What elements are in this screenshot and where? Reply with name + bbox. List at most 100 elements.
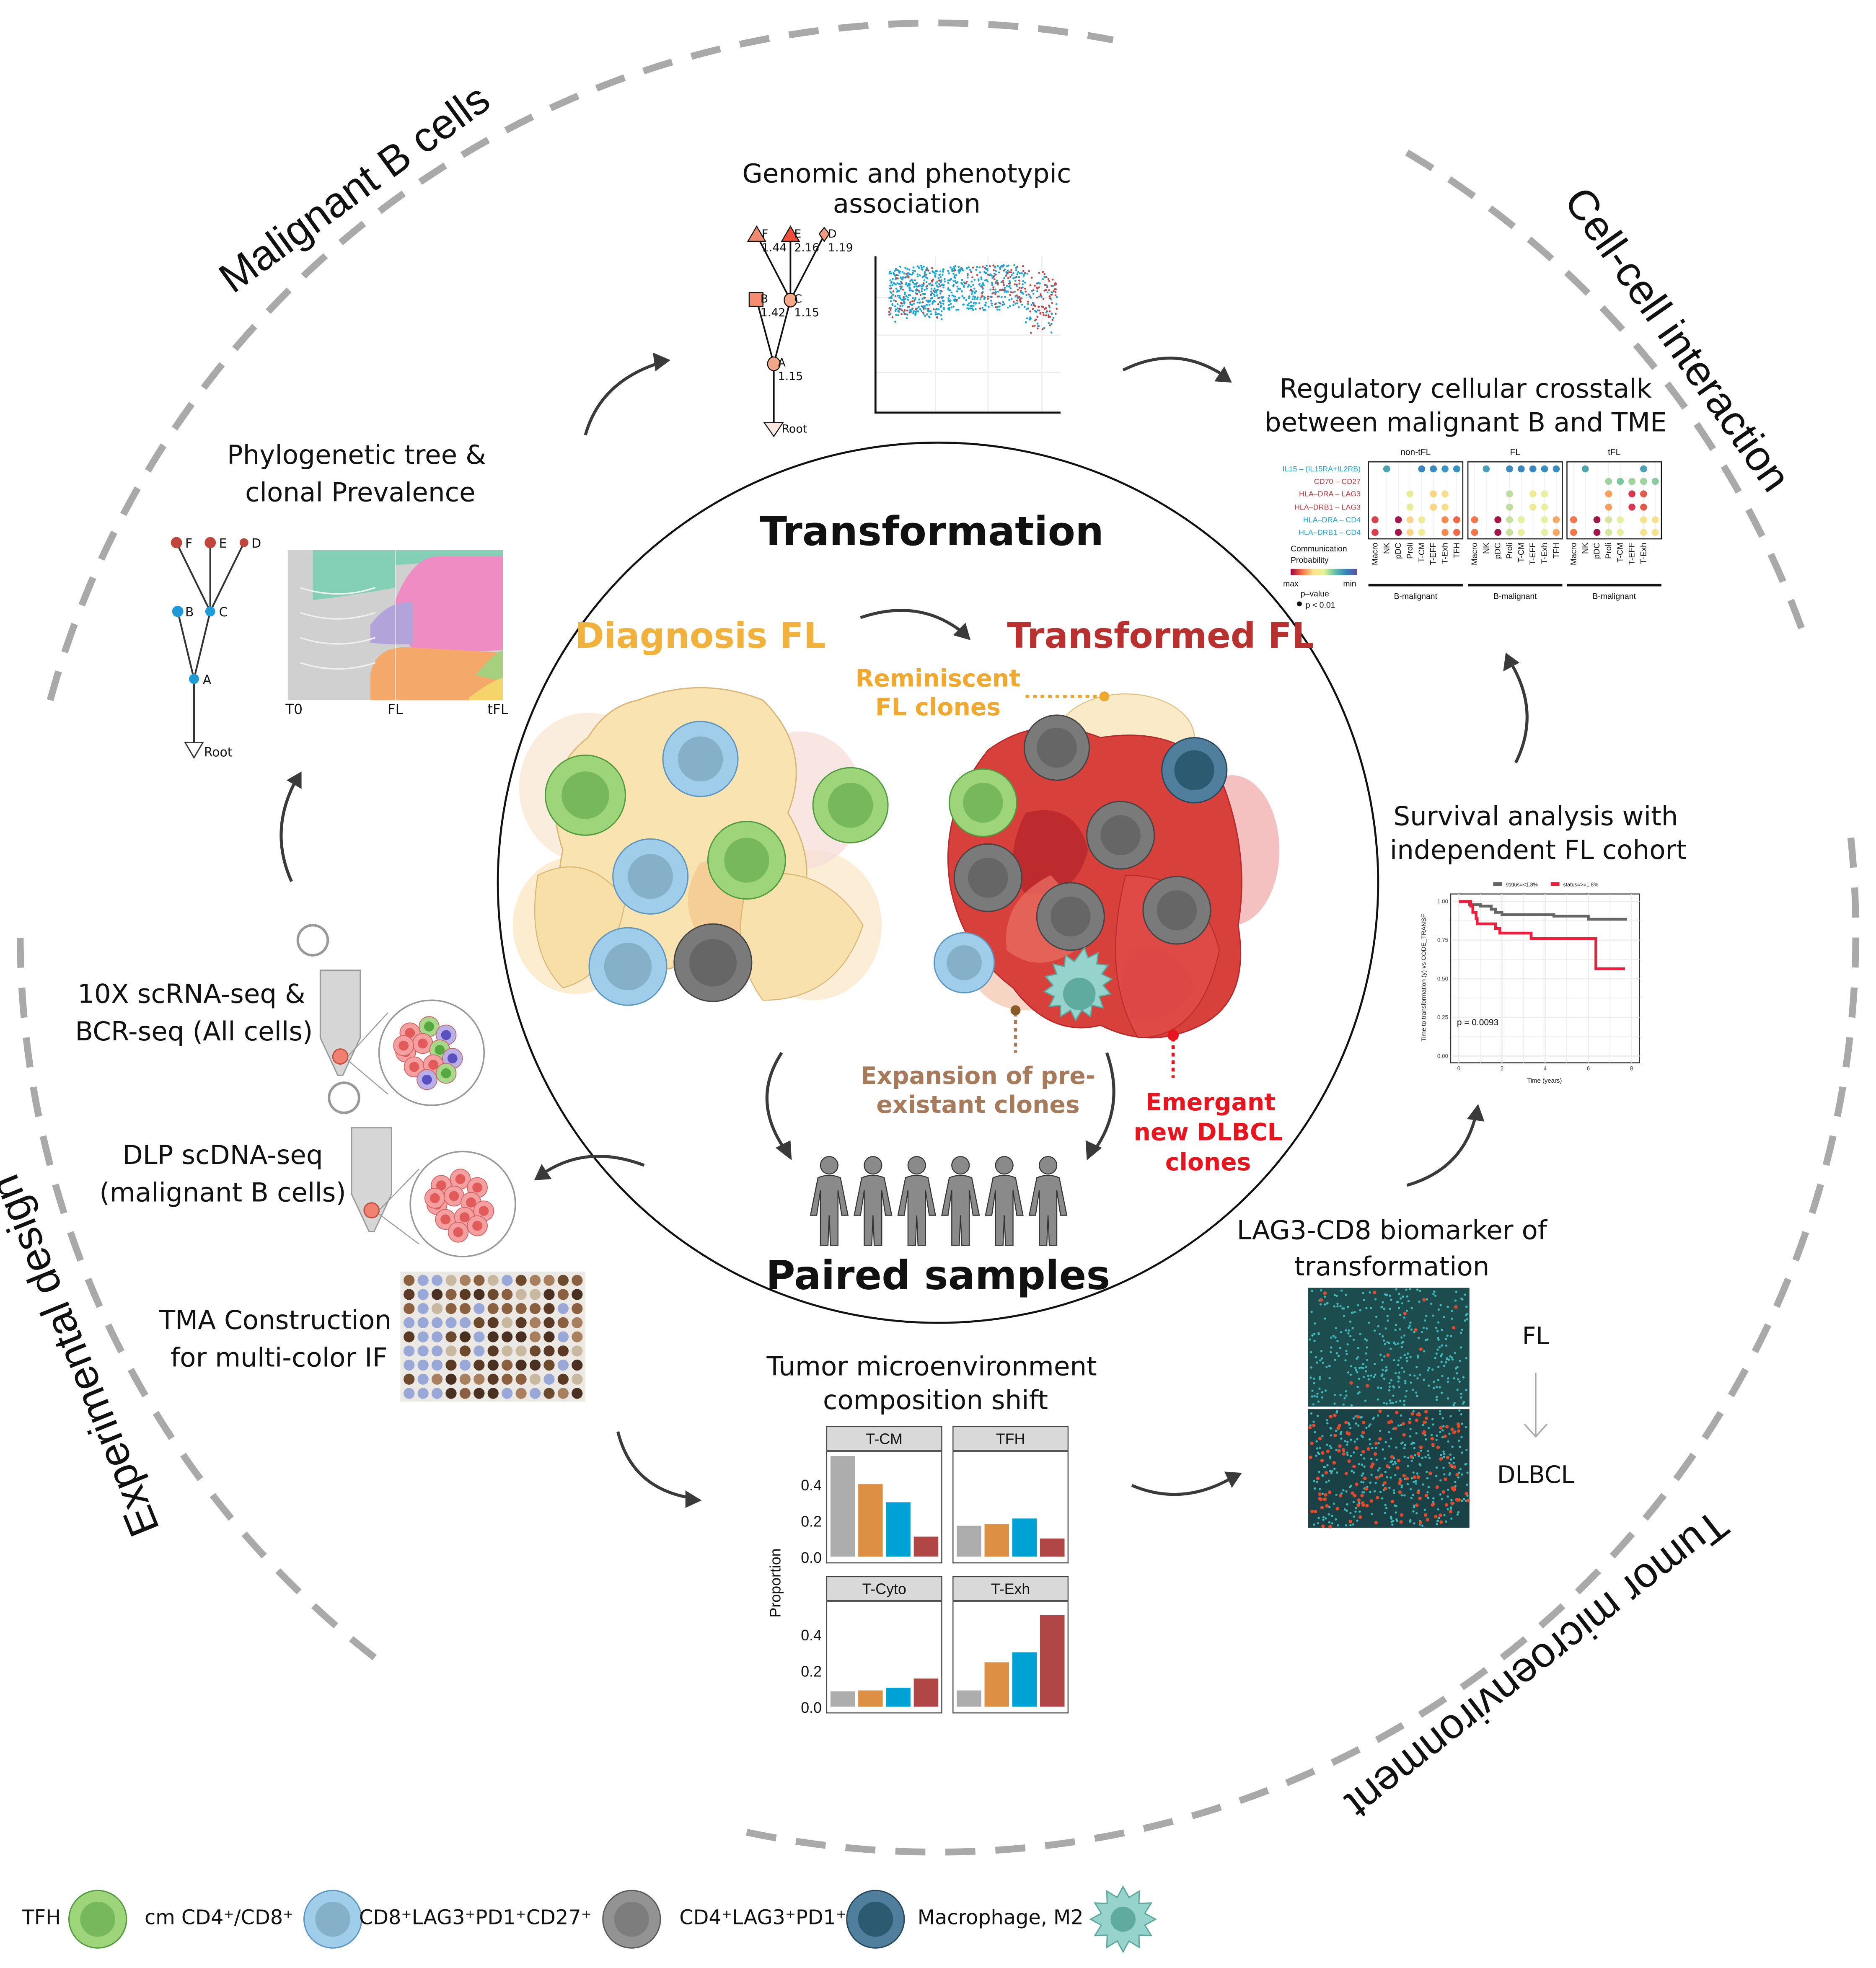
scatter-point — [915, 308, 917, 310]
scatter-point — [1004, 291, 1006, 293]
scatter-point — [1036, 296, 1038, 299]
tma-core — [404, 1345, 415, 1357]
scatter-point — [970, 285, 972, 288]
transformed-to-paired-arrow — [1093, 1052, 1115, 1151]
tma-core — [529, 1331, 541, 1342]
tma-core — [572, 1373, 583, 1385]
y-tick-label: 0.25 — [1437, 1014, 1448, 1021]
scatter-point — [1003, 264, 1005, 266]
cd8-lag3-cell — [1086, 801, 1155, 870]
scatter-point — [1050, 298, 1053, 301]
scatter-point — [922, 301, 924, 303]
dotplot-dot — [1517, 465, 1525, 473]
scatter-point — [986, 280, 989, 283]
tma-core — [487, 1331, 499, 1342]
scatter-point — [940, 279, 942, 282]
dotplot-dot — [1441, 529, 1449, 536]
tma-core — [445, 1289, 457, 1300]
scatter-point — [939, 302, 942, 305]
scatter-point — [961, 295, 964, 297]
dotplot-panel — [1467, 461, 1563, 540]
scatter-point — [938, 279, 940, 282]
scatter-point — [987, 297, 989, 300]
scatter-point — [908, 268, 911, 271]
scatter-point — [973, 302, 975, 304]
scatter-point — [995, 291, 997, 294]
tma-core — [515, 1373, 527, 1385]
dotplot-dot — [1541, 490, 1548, 498]
scatter-point — [903, 293, 906, 295]
scatter-point — [896, 290, 898, 293]
scatter-point — [1021, 303, 1023, 306]
survival-legend-swatch — [1493, 882, 1502, 886]
node-label: C — [219, 605, 228, 620]
scatter-point — [914, 297, 916, 299]
bar — [1040, 1615, 1065, 1707]
scatter-point — [958, 297, 960, 299]
phylo-title-2: clonal Prevalence — [245, 477, 475, 508]
scatter-point — [1017, 306, 1020, 308]
scatter-point — [1044, 284, 1046, 286]
tfh-cell — [544, 754, 626, 836]
phylo-tree — [176, 542, 245, 745]
scatter-point — [939, 273, 941, 276]
survival-legend-label: status=<1.8% — [1506, 882, 1538, 888]
scatter-point — [965, 299, 968, 301]
bar — [858, 1690, 883, 1707]
tma-core — [543, 1345, 555, 1357]
scatter-point — [924, 289, 926, 291]
scatter-point — [1051, 278, 1054, 281]
genomic-nodes — [747, 225, 830, 437]
scatter-point — [1018, 282, 1021, 285]
legend-min: min — [1343, 579, 1356, 589]
scatter-point — [912, 269, 914, 272]
tma-core — [543, 1275, 555, 1286]
dotplot-dot — [1506, 504, 1513, 511]
scatter-point — [1043, 308, 1046, 310]
scatter-point — [932, 308, 935, 310]
tma-core — [529, 1289, 541, 1300]
scatter-point — [921, 287, 923, 290]
scatter-point — [895, 308, 897, 310]
section-label-experimental: Experimental design — [0, 1169, 168, 1543]
timepoint-t0: T0 — [285, 701, 303, 717]
dotplot-dot — [1441, 490, 1449, 498]
facet-label: T-CM — [866, 1431, 902, 1448]
cd8-lag3-cell — [1142, 876, 1211, 945]
bar — [886, 1687, 911, 1707]
scatter-point — [1043, 276, 1045, 278]
scatter-point — [999, 266, 1001, 269]
scatter-point — [980, 284, 983, 287]
scatter-point — [889, 284, 891, 287]
tma-core — [459, 1331, 471, 1342]
tma-core — [404, 1275, 415, 1286]
scatter-point — [1029, 295, 1031, 297]
scatter-point — [903, 309, 906, 312]
scatter-point — [941, 297, 943, 299]
scatter-point — [960, 282, 963, 284]
scatter-point — [1001, 296, 1003, 298]
scatter-point — [1008, 282, 1010, 285]
tma-core — [557, 1373, 569, 1385]
dotplot-dot — [1541, 529, 1548, 536]
scatter-point — [948, 272, 950, 274]
lag3-fl-label: FL — [1522, 1322, 1550, 1350]
diagnosis-to-transformed-arrow — [860, 609, 964, 634]
scatter-point — [926, 300, 929, 302]
scatter-point — [971, 290, 973, 293]
dotplot-column-label: pDC — [1493, 543, 1503, 559]
scatter-point — [1038, 295, 1040, 298]
tma-core — [557, 1317, 569, 1329]
scatter-point — [905, 273, 908, 275]
node-value: 1.42 — [761, 306, 786, 319]
tfh-cell — [707, 821, 786, 900]
tma-core — [417, 1317, 429, 1329]
tma-core — [557, 1289, 569, 1300]
scatter-point — [894, 305, 896, 308]
scatter-point — [963, 303, 965, 306]
scatter-point — [900, 277, 903, 280]
dotplot-dot — [1541, 504, 1548, 511]
scatter-point — [994, 266, 996, 269]
node-value: 1.44 — [762, 241, 787, 254]
